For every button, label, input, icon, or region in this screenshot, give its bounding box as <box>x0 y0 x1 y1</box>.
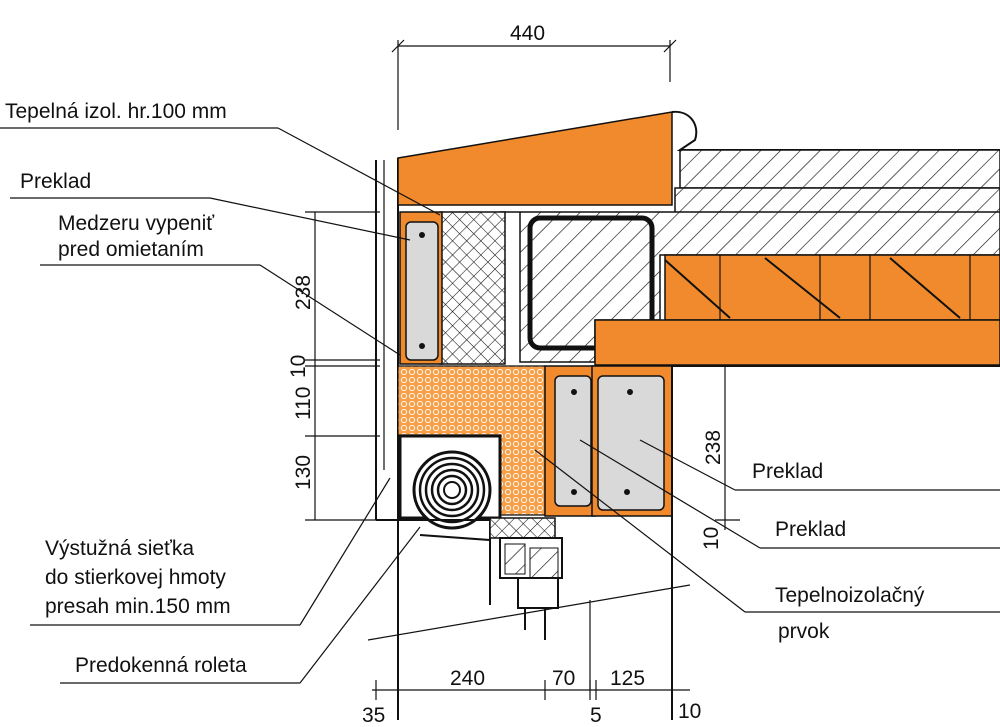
insulation-crosshatch <box>439 211 506 365</box>
dimension-5: 5 <box>590 704 602 727</box>
parapet-edge <box>671 110 1000 151</box>
lintel-right <box>597 375 665 511</box>
lintel-middle <box>554 375 592 507</box>
label-lintel-right-1: Preklad <box>752 460 823 483</box>
dimension-70: 70 <box>552 667 575 690</box>
dimension-238-right: 238 <box>702 430 725 465</box>
window-frame <box>489 517 563 640</box>
label-foam-gap-line2: pred omietaním <box>58 238 204 261</box>
dimension-35: 35 <box>362 704 385 727</box>
thermal-insulation-top <box>397 111 673 206</box>
dimension-125: 125 <box>610 667 645 690</box>
label-mesh-line2: do stierkovej hmoty <box>45 566 226 589</box>
label-lintel-top: Preklad <box>20 170 91 193</box>
dimension-10-bottom: 10 <box>678 700 701 723</box>
label-lintel-right-2: Preklad <box>775 518 846 541</box>
label-thermal-insulation: Tepelná izol. hr.100 mm <box>5 100 227 123</box>
label-mesh-line1: Výstužná sieťka <box>45 537 194 560</box>
dimension-110-left: 110 <box>292 387 315 420</box>
dimension-10-right: 10 <box>700 527 723 550</box>
label-thermal-element-line1: Tepelnoizolačný <box>775 584 925 607</box>
reinforcement-cage <box>527 215 655 351</box>
label-thermal-element-line2: prvok <box>778 620 830 643</box>
label-foam-gap-line1: Medzeru vypeniť <box>58 212 215 235</box>
ceiling-plaster-strip <box>594 319 1000 366</box>
dimension-440: 440 <box>510 22 545 45</box>
dimension-130-left: 130 <box>292 455 315 490</box>
roller-shutter-coil <box>412 450 492 530</box>
dimension-240: 240 <box>450 667 485 690</box>
building-section <box>367 110 1000 720</box>
leader-lines <box>0 127 1000 684</box>
ceiling-blocks <box>664 254 1000 321</box>
dimension-10-left: 10 <box>287 355 310 378</box>
label-roller-shutter: Predokenná roleta <box>75 654 247 677</box>
dimension-lines <box>305 39 740 700</box>
label-mesh-line3: presah min.150 mm <box>45 595 231 618</box>
floor-screed-layer <box>679 149 1000 189</box>
sill-slope-line <box>367 584 691 641</box>
lintel-top <box>405 221 439 361</box>
